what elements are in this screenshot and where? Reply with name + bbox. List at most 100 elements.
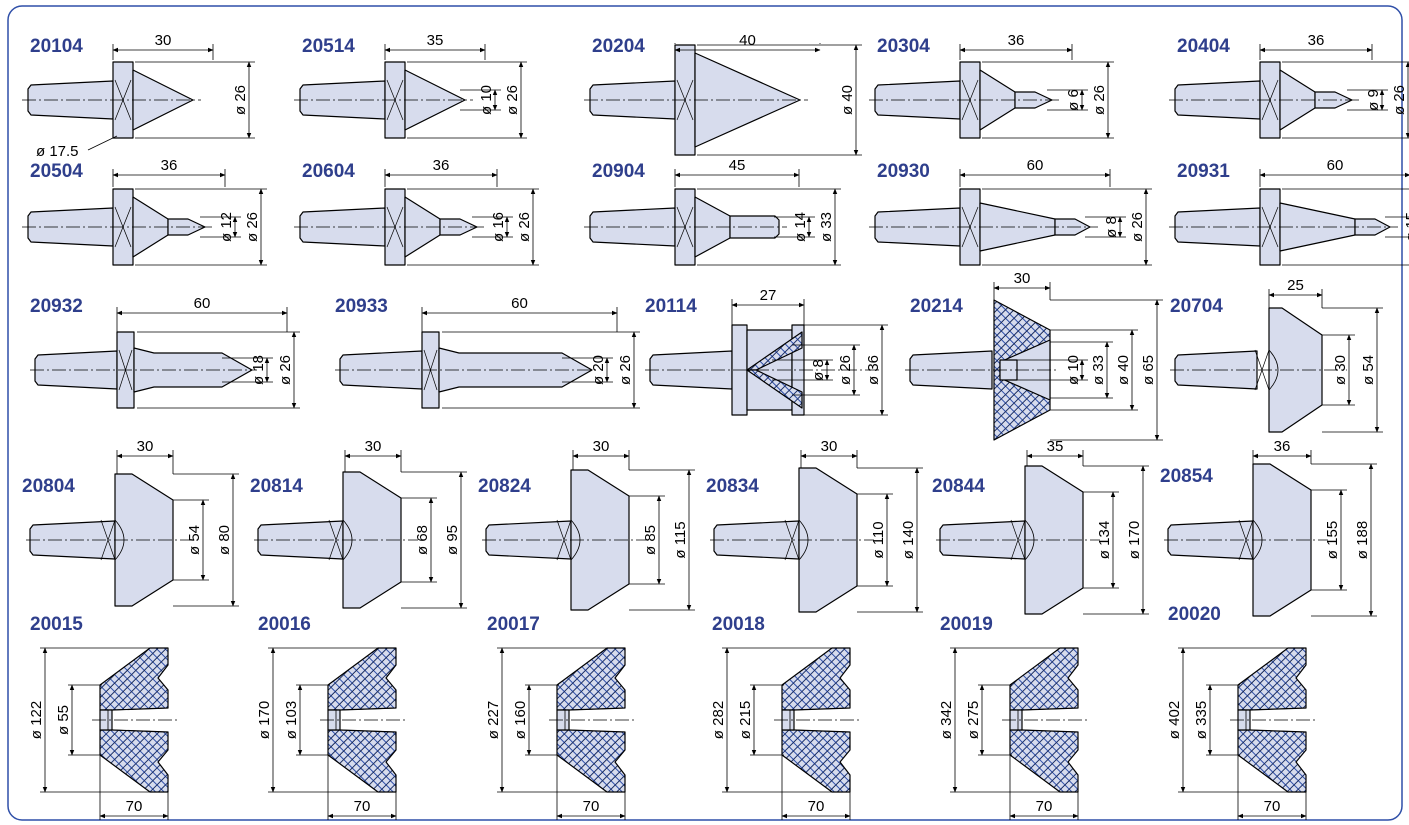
length-dimension-label: 60 (194, 295, 211, 312)
diameter-dimension-label: ø 14 (792, 212, 809, 242)
length-dimension-label: 60 (1327, 157, 1344, 174)
diameter-dimension-label: ø 54 (186, 525, 203, 555)
outer-diameter-label: ø 122 (28, 701, 45, 739)
section-lower (781, 729, 851, 793)
section-lower (1237, 729, 1307, 793)
section-lower (556, 729, 626, 793)
bore-line (111, 729, 169, 733)
part-number: 20104 (30, 36, 83, 57)
bore-line (111, 707, 169, 711)
diameter-dimension-label: ø 36 (865, 355, 882, 385)
part-number: 20904 (592, 161, 645, 182)
diameter-dimension-label: ø 6 (1065, 89, 1082, 111)
length-dimension-label: 36 (161, 157, 178, 174)
part-number: 20504 (30, 161, 83, 182)
part-number: 20019 (940, 614, 993, 635)
diameter-dimension-label: ø 85 (642, 525, 659, 555)
length-dimension-label: 70 (1264, 798, 1281, 815)
part-number: 20604 (302, 161, 355, 182)
length-dimension-label: 35 (427, 32, 444, 49)
outer-diameter-label: ø 342 (938, 701, 955, 739)
part-number: 20834 (706, 476, 759, 497)
part-number: 20018 (712, 614, 765, 635)
diameter-dimension-label: ø 40 (1115, 355, 1132, 385)
part-number: 20824 (478, 476, 531, 497)
bore-line (793, 729, 851, 733)
diameter-dimension-label: ø 134 (1096, 521, 1113, 559)
diameter-dimension-label: ø 54 (1360, 355, 1377, 385)
part-number: 20404 (1177, 36, 1230, 57)
bore-line (339, 729, 397, 733)
diameter-dimension-label: ø 26 (1391, 85, 1408, 115)
section-lower (327, 729, 397, 793)
length-dimension-label: 30 (821, 438, 838, 455)
section-upper (1237, 647, 1307, 711)
length-dimension-label: 30 (137, 438, 154, 455)
inner-diameter-label: ø 55 (55, 705, 72, 735)
length-dimension-label: 70 (1036, 798, 1053, 815)
diameter-dimension-label: ø 188 (1354, 521, 1371, 559)
part-number: 20015 (30, 614, 83, 635)
length-dimension-label: 35 (1047, 438, 1064, 455)
bore-line (1021, 707, 1079, 711)
outer-diameter-label: ø 402 (1166, 701, 1183, 739)
diameter-dimension-label: ø 9 (1365, 89, 1382, 111)
diameter-dimension-label: ø 26 (232, 85, 249, 115)
bore-line (568, 729, 626, 733)
outer-diameter-label: ø 282 (710, 701, 727, 739)
length-dimension-label: 70 (354, 798, 371, 815)
diameter-dimension-label: ø 26 (617, 355, 634, 385)
bearing-cross (100, 519, 116, 561)
part-number: 20214 (910, 296, 963, 317)
part-number: 20020 (1168, 604, 1221, 625)
bore-line (1021, 729, 1079, 733)
length-dimension-label: 36 (1274, 438, 1291, 455)
part-number: 20854 (1160, 466, 1213, 487)
part-number: 20804 (22, 476, 75, 497)
part-number: 20204 (592, 36, 645, 57)
inner-diameter-label: ø 275 (965, 701, 982, 739)
diameter-dimension-label: ø 26 (277, 355, 294, 385)
bore-line (339, 707, 397, 711)
diameter-dimension-label: ø 15 (1403, 212, 1409, 242)
diameter-dimension-label: ø 33 (1090, 355, 1107, 385)
diameter-dimension-label: ø 170 (1126, 521, 1143, 559)
diameter-dimension-label: ø 18 (250, 355, 267, 385)
diameter-dimension-label: ø 26 (504, 85, 521, 115)
section-upper (99, 647, 169, 711)
diameter-dimension-label: ø 26 (1129, 212, 1146, 242)
diameter-dimension-label: ø 140 (900, 521, 917, 559)
bearing-cross (328, 519, 344, 561)
section-upper (1009, 647, 1079, 711)
bore-line (1249, 729, 1307, 733)
diameter-dimension-label: ø 20 (590, 355, 607, 385)
diameter-dimension-label: ø 10 (1065, 355, 1082, 385)
section-lower (99, 729, 169, 793)
length-dimension-label: 36 (433, 157, 450, 174)
length-dimension-label: 25 (1287, 277, 1304, 294)
catalog-frame (7, 5, 1403, 821)
section-upper (327, 647, 397, 711)
part-number: 20933 (335, 296, 388, 317)
section-upper (556, 647, 626, 711)
outer-diameter-label: ø 227 (485, 701, 502, 739)
section-lower (1009, 729, 1079, 793)
